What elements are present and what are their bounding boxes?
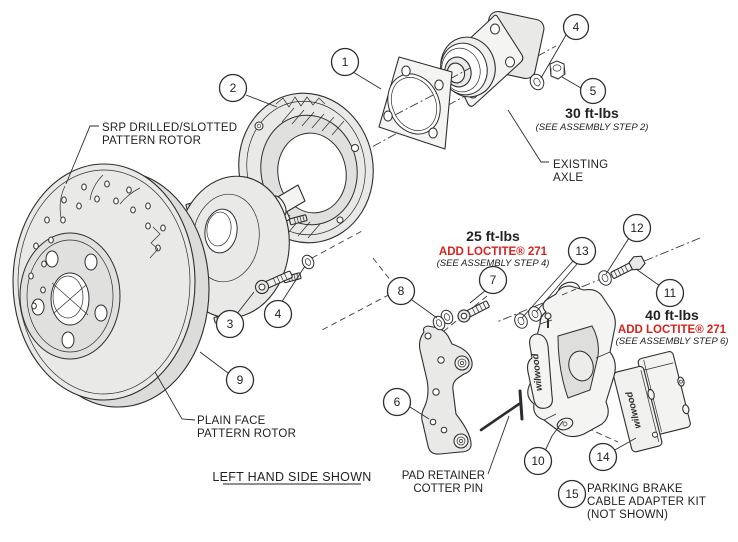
label-left-hand-side: LEFT HAND SIDE SHOWN xyxy=(212,470,371,484)
svg-text:COTTER PIN: COTTER PIN xyxy=(413,483,483,495)
svg-text:(NOT SHOWN): (NOT SHOWN) xyxy=(587,509,668,521)
svg-text:40 ft-lbs: 40 ft-lbs xyxy=(645,307,699,323)
caliper-logo-lug xyxy=(526,333,553,409)
existing-axle-housing xyxy=(440,10,545,107)
drilled-holes xyxy=(28,180,166,310)
text-labels: SRP DRILLED/SLOTTED PATTERN ROTOR PLAIN … xyxy=(102,105,728,521)
rotor-break-line xyxy=(149,226,161,259)
caliper-washer xyxy=(598,270,612,286)
callout-2: 2 xyxy=(218,73,248,103)
callout-3: 3 xyxy=(215,309,245,339)
leader-lines xyxy=(65,34,661,475)
callout-11: 11 xyxy=(655,278,685,308)
callouts: 1 2 3 4 4 5 6 7 8 9 10 11 12 13 14 15 xyxy=(215,13,685,509)
bracket-washers xyxy=(432,309,454,331)
svg-text:PATTERN ROTOR: PATTERN ROTOR xyxy=(102,135,201,147)
callout-1: 1 xyxy=(330,47,360,77)
axle-bearing-bore xyxy=(440,36,496,98)
wilwood-logo-caliper: wilwood xyxy=(530,353,545,392)
svg-text:14: 14 xyxy=(596,450,610,464)
svg-text:15: 15 xyxy=(565,487,579,501)
svg-text:4: 4 xyxy=(275,307,282,321)
svg-text:25 ft-lbs: 25 ft-lbs xyxy=(466,228,520,244)
svg-text:(SEE ASSEMBLY STEP 2): (SEE ASSEMBLY STEP 2) xyxy=(536,122,649,133)
svg-text:7: 7 xyxy=(490,273,497,287)
svg-text:ADD LOCTITE® 271: ADD LOCTITE® 271 xyxy=(439,246,548,258)
axle-flange-gasket xyxy=(378,56,453,150)
svg-text:1: 1 xyxy=(342,55,349,69)
svg-text:9: 9 xyxy=(237,373,244,387)
callout-4-axle: 4 xyxy=(562,13,590,41)
callout-14: 14 xyxy=(588,442,618,472)
drum-mount-washer xyxy=(301,254,315,270)
svg-text:AXLE: AXLE xyxy=(553,172,583,184)
label-plain-rotor: PLAIN FACE xyxy=(197,415,266,427)
caliper-piston-bore xyxy=(568,350,594,382)
callout-10: 10 xyxy=(523,446,553,476)
label-existing-axle: EXISTING xyxy=(553,159,608,171)
callout-13: 13 xyxy=(567,236,597,266)
svg-text:10: 10 xyxy=(531,454,545,468)
axle-nut xyxy=(549,60,566,80)
svg-text:30 ft-lbs: 30 ft-lbs xyxy=(565,105,619,121)
svg-text:8: 8 xyxy=(398,284,405,298)
svg-text:6: 6 xyxy=(394,395,401,409)
torque-note-bracket-bolts: 25 ft-lbs ADD LOCTITE® 271 (SEE ASSEMBLY… xyxy=(437,228,550,269)
bracket-bolt xyxy=(457,300,490,323)
axle-washer xyxy=(529,73,545,91)
svg-text:ADD LOCTITE® 271: ADD LOCTITE® 271 xyxy=(618,324,727,336)
svg-text:PATTERN ROTOR: PATTERN ROTOR xyxy=(197,428,296,440)
caliper: wilwood xyxy=(526,281,616,438)
svg-text:(SEE ASSEMBLY STEP 6): (SEE ASSEMBLY STEP 6) xyxy=(616,336,729,347)
svg-text:13: 13 xyxy=(575,244,589,258)
bleed-screw xyxy=(544,312,552,320)
svg-text:3: 3 xyxy=(227,317,234,331)
callout-6: 6 xyxy=(382,387,412,417)
pad-retainer-cotter-pin xyxy=(479,389,524,432)
svg-text:12: 12 xyxy=(630,221,644,235)
label-pad-retainer: PAD RETAINER xyxy=(402,470,485,482)
callout-8: 8 xyxy=(386,276,416,306)
callout-9: 9 xyxy=(225,365,255,395)
callout-7: 7 xyxy=(478,265,508,295)
svg-text:CABLE ADAPTER KIT: CABLE ADAPTER KIT xyxy=(587,496,706,508)
caliper-bolt xyxy=(610,255,646,279)
svg-text:(SEE ASSEMBLY STEP 4): (SEE ASSEMBLY STEP 4) xyxy=(437,258,550,269)
brake-pads: wilwood xyxy=(613,351,691,453)
svg-text:11: 11 xyxy=(664,286,677,300)
torque-note-axle-nut: 30 ft-lbs (SEE ASSEMBLY STEP 2) xyxy=(536,105,649,133)
callout-4-bolt: 4 xyxy=(263,299,293,329)
svg-text:5: 5 xyxy=(590,84,597,98)
return-spring xyxy=(275,96,326,108)
svg-text:2: 2 xyxy=(230,81,237,95)
rotor xyxy=(12,163,210,408)
svg-text:4: 4 xyxy=(573,20,580,34)
caliper-washers xyxy=(514,306,542,329)
rotor-slots xyxy=(59,174,141,219)
inboard-pad: wilwood xyxy=(613,365,663,453)
callout-12: 12 xyxy=(622,213,652,243)
drum-mount-bolt xyxy=(254,270,293,295)
caliper-bracket xyxy=(418,325,473,455)
label-parking-brake: PARKING BRAKE xyxy=(587,483,683,495)
callout-5: 5 xyxy=(579,77,607,105)
label-srp-rotor: SRP DRILLED/SLOTTED xyxy=(102,122,237,134)
callout-15: 15 xyxy=(557,479,587,509)
torque-note-caliper-bolts: 40 ft-lbs ADD LOCTITE® 271 (SEE ASSEMBLY… xyxy=(616,307,729,347)
